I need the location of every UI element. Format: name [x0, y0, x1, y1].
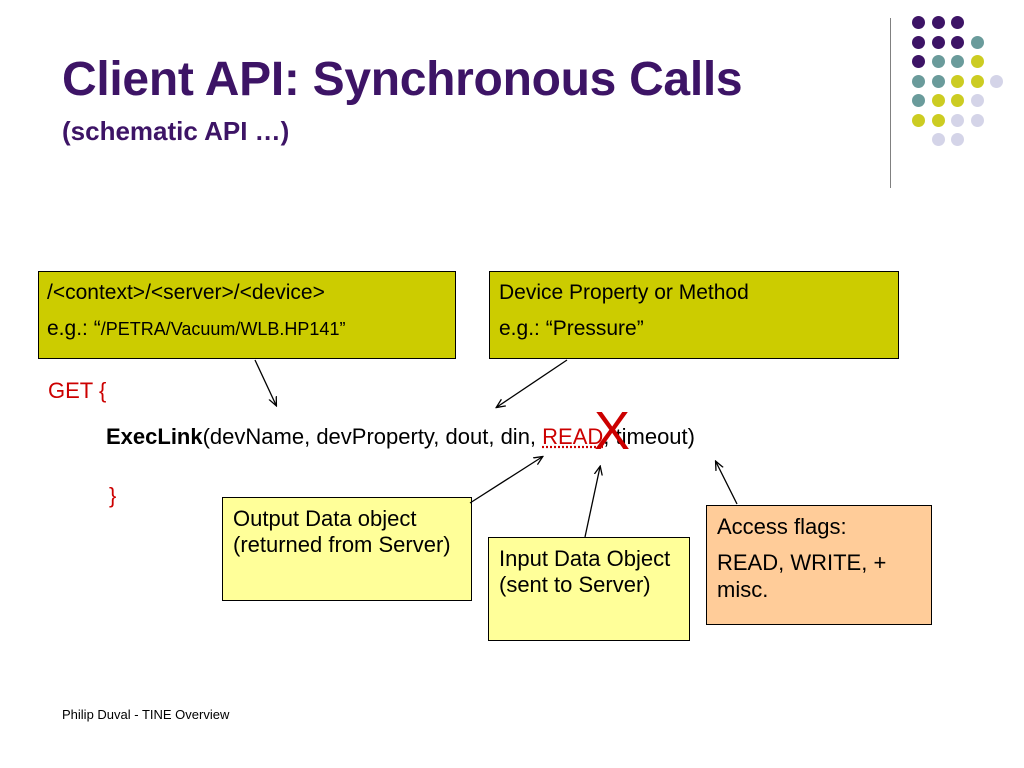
logo-dot	[970, 94, 984, 107]
access-flags-callout: Access flags: READ, WRITE, + misc.	[706, 505, 932, 625]
arrow-device-property	[497, 359, 568, 407]
logo-dot	[990, 74, 1003, 88]
device-path-callout: /<context>/<server>/<device> e.g.: “/PET…	[38, 271, 456, 359]
logo-dot	[912, 16, 925, 29]
execlink-function-name: ExecLink	[106, 424, 203, 449]
cross-mark: X	[594, 401, 631, 461]
access-flags-values: READ, WRITE, + misc.	[717, 550, 887, 602]
logo-dot	[970, 55, 984, 68]
logo-dot	[970, 35, 984, 49]
logo-dot	[931, 94, 945, 107]
logo-dot	[931, 16, 945, 29]
logo-dot	[951, 16, 964, 29]
logo-dot	[912, 55, 925, 68]
execlink-args-end: , timeout)	[603, 424, 695, 449]
slide-subtitle: (schematic API …)	[62, 116, 290, 146]
execlink-call: ExecLink(devName, devProperty, dout, din…	[106, 424, 695, 450]
output-data-callout: Output Data object (returned from Server…	[222, 497, 472, 601]
logo-dot	[951, 94, 964, 107]
get-open: GET {	[48, 378, 107, 403]
logo-dot	[951, 133, 964, 146]
logo-dot	[970, 113, 984, 127]
device-path-example: e.g.: “/PETRA/Vacuum/WLB.HP141”	[47, 317, 346, 341]
divider-line	[890, 18, 891, 188]
access-flag-read: READ	[542, 424, 604, 449]
footer-text: Philip Duval - TINE Overview	[62, 707, 230, 722]
device-property-callout: Device Property or Method e.g.: “Pressur…	[489, 271, 899, 359]
slide-title: Client API: Synchronous Calls	[62, 53, 743, 106]
access-flags-label: Access flags:	[717, 514, 847, 539]
logo-dot	[931, 133, 945, 146]
arrow-input-data	[584, 467, 600, 538]
arrow-access-flags	[716, 462, 738, 505]
arrow-device-path	[254, 359, 276, 405]
logo-dot	[951, 55, 964, 68]
logo-dot	[951, 113, 964, 127]
device-path-format: /<context>/<server>/<device>	[47, 281, 325, 304]
logo-dot	[912, 35, 925, 49]
logo-dot	[970, 74, 984, 88]
logo-dot	[931, 55, 945, 68]
device-property-label: Device Property or Method	[499, 281, 749, 304]
execlink-args: (devName, devProperty, dout, din,	[202, 424, 543, 449]
input-data-callout: Input Data Object (sent to Server)	[488, 537, 690, 641]
logo-dot	[931, 113, 945, 127]
logo-dot	[912, 74, 925, 88]
logo-dot	[951, 35, 964, 49]
logo-dot	[931, 74, 945, 88]
get-close: }	[109, 483, 117, 508]
logo-dot	[931, 35, 945, 49]
arrow-output-data	[469, 457, 542, 504]
logo-dot	[912, 113, 925, 127]
logo-dot	[951, 74, 964, 88]
logo-dot	[912, 94, 925, 107]
device-property-example: e.g.: “Pressure”	[499, 317, 644, 341]
